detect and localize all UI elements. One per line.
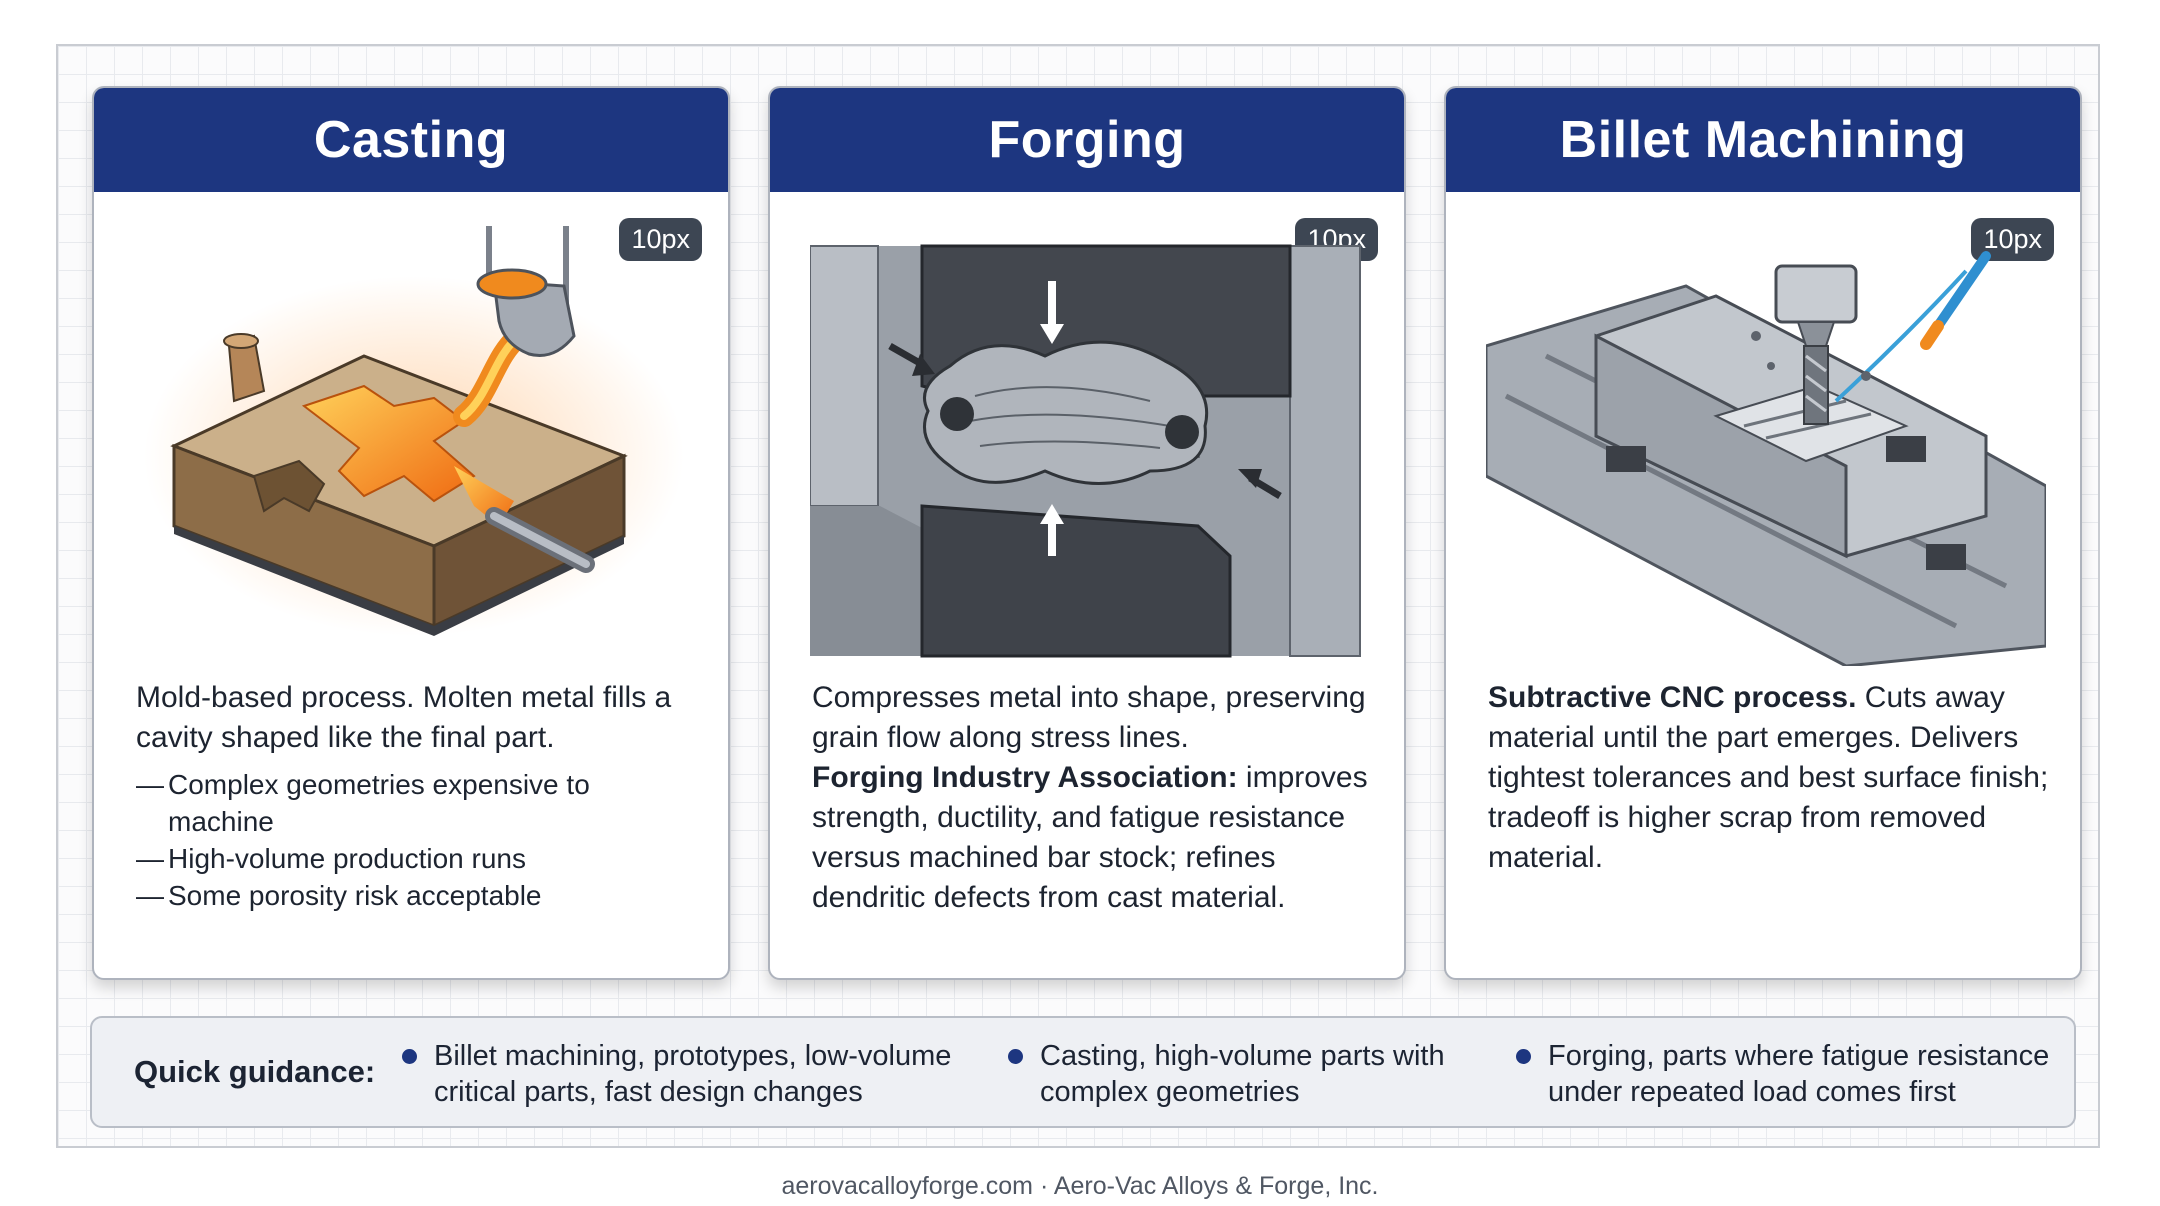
list-item: Complex geometries expensive to machine bbox=[136, 766, 698, 840]
guidance-item-text: Casting, high-volume parts with complex … bbox=[1040, 1040, 1445, 1108]
guidance-item: Billet machining, prototypes, low-volume… bbox=[402, 1038, 994, 1110]
guidance-item: Forging, parts where fatigue resistance … bbox=[1516, 1038, 2068, 1110]
source-label: Forging Industry Association: bbox=[812, 761, 1238, 794]
card-forging: Forging 10px Compresses metal into shape… bbox=[768, 86, 1406, 980]
guidance-title: Quick guidance: bbox=[134, 1054, 376, 1089]
list-item: Some porosity risk acceptable bbox=[136, 877, 698, 914]
list-item: High-volume production runs bbox=[136, 840, 698, 877]
bullet-list: Complex geometries expensive to machine … bbox=[136, 766, 698, 914]
size-badge: 10px bbox=[1971, 218, 2054, 261]
card-lead: Mold-based process. Molten metal fills a… bbox=[136, 681, 672, 754]
card-billet-machining: Billet Machining 10px Subtractive CNC pr… bbox=[1444, 86, 2082, 980]
guidance-item-text: Billet machining, prototypes, low-volume… bbox=[434, 1040, 952, 1108]
bullet-dot-icon bbox=[1008, 1049, 1023, 1064]
guidance-item-text: Forging, parts where fatigue resistance … bbox=[1548, 1040, 2050, 1108]
card-description: Subtractive CNC process. Cuts away mater… bbox=[1488, 678, 2050, 878]
sand-mold-pour-icon bbox=[144, 226, 684, 636]
card-title: Forging bbox=[770, 88, 1404, 192]
bullet-dot-icon bbox=[1516, 1049, 1531, 1064]
guidance-item: Casting, high-volume parts with complex … bbox=[1008, 1038, 1510, 1110]
size-badge: 10px bbox=[619, 218, 702, 261]
card-body: Cuts away material until the part emerge… bbox=[1488, 681, 2049, 874]
source-text: improves strength, ductility, and fatigu… bbox=[812, 761, 1368, 914]
forging-die-press-icon bbox=[810, 244, 1361, 658]
card-body-cited: Forging Industry Association: improves s… bbox=[812, 758, 1374, 918]
card-description: Mold-based process. Molten metal fills a… bbox=[136, 678, 698, 914]
card-lead: Subtractive CNC process. bbox=[1488, 681, 1857, 714]
card-description: Compresses metal into shape, preserving … bbox=[812, 678, 1374, 918]
card-title: Billet Machining bbox=[1446, 88, 2080, 192]
card-casting: Casting 10px Mold-bas bbox=[92, 86, 730, 980]
card-title: Casting bbox=[94, 88, 728, 192]
quick-guidance-panel: Quick guidance: Billet machining, protot… bbox=[90, 1016, 2076, 1128]
footer-credit: aerovacalloyforge.com · Aero-Vac Alloys … bbox=[781, 1172, 1379, 1200]
bullet-dot-icon bbox=[402, 1049, 417, 1064]
card-body: Compresses metal into shape, preserving … bbox=[812, 681, 1366, 754]
cnc-mill-vise-icon bbox=[1486, 251, 2046, 666]
